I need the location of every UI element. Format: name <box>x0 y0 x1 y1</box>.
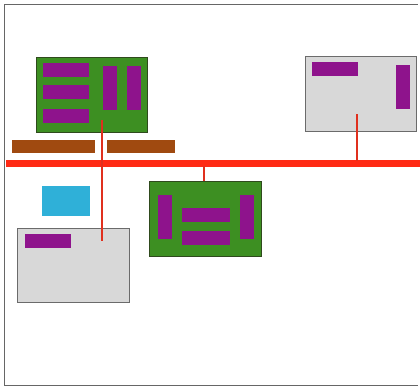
chip-vertical <box>158 195 172 239</box>
connector-center-board-to-bus <box>203 166 205 181</box>
board-center <box>149 181 262 257</box>
chip-horizontal <box>43 109 89 123</box>
chip-horizontal <box>43 63 89 77</box>
panel-top-right <box>305 56 417 132</box>
connector-board-to-panel <box>101 120 103 241</box>
cyan-block <box>42 186 90 216</box>
chip-horizontal <box>43 85 89 99</box>
board-top-left <box>36 57 148 133</box>
connector-right-panel-to-bus <box>356 114 358 161</box>
chip-horizontal <box>182 208 230 222</box>
chip-vertical <box>127 66 141 110</box>
chip-horizontal <box>25 234 71 248</box>
chip-vertical <box>240 195 254 239</box>
horizontal-bus <box>6 160 420 167</box>
chip-vertical <box>396 65 410 109</box>
rail-left <box>12 140 95 153</box>
panel-bottom-left <box>17 228 130 303</box>
chip-horizontal <box>182 231 230 245</box>
chip-horizontal <box>312 62 358 76</box>
rail-right <box>107 140 175 153</box>
chip-vertical <box>103 66 117 110</box>
